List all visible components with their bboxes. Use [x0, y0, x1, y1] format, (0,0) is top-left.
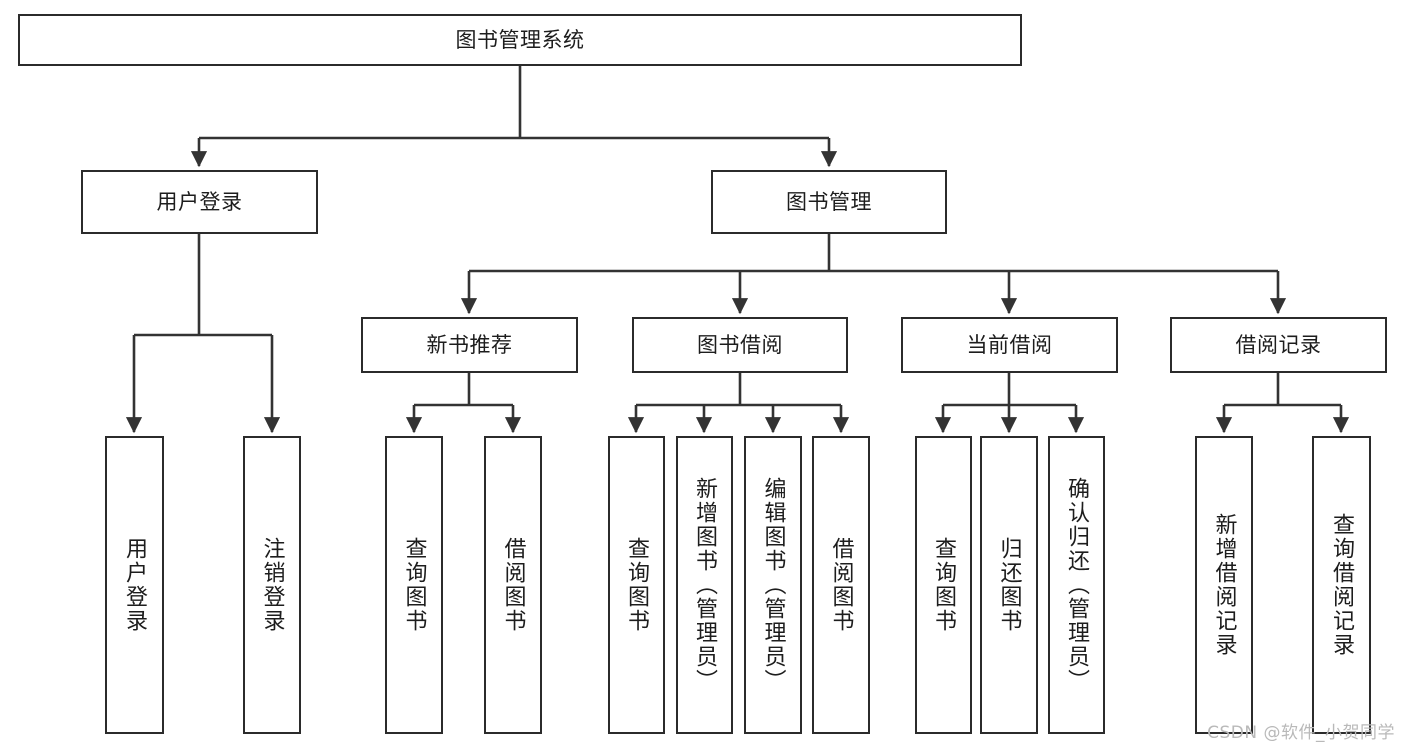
leaf-query-borrow-record-label: 查询借阅记录 [1329, 513, 1355, 657]
leaf-query-book-current[interactable]: 查询图书 [915, 436, 972, 734]
leaf-add-book-admin[interactable]: 新增图书（管理员） [676, 436, 733, 734]
node-user-login[interactable]: 用户登录 [81, 170, 318, 234]
leaf-query-book[interactable]: 查询图书 [608, 436, 665, 734]
leaf-add-borrow-record-label: 新增借阅记录 [1211, 513, 1237, 657]
node-book-borrow[interactable]: 图书借阅 [632, 317, 848, 373]
leaf-query-book-recommend[interactable]: 查询图书 [385, 436, 443, 734]
node-user-login-label: 用户登录 [156, 189, 243, 214]
leaf-borrow-book-recommend-label: 借阅图书 [500, 537, 526, 633]
leaf-borrow-book[interactable]: 借阅图书 [812, 436, 870, 734]
node-current-borrow[interactable]: 当前借阅 [901, 317, 1118, 373]
leaf-logout-label: 注销登录 [259, 537, 285, 633]
leaf-return-book-label: 归还图书 [996, 537, 1022, 633]
leaf-user-login-label: 用户登录 [122, 537, 148, 633]
leaf-add-book-admin-label: 新增图书（管理员） [692, 477, 718, 693]
leaf-edit-book-admin-label: 编辑图书（管理员） [760, 477, 786, 693]
node-book-management-label: 图书管理 [786, 189, 872, 214]
leaf-query-book-label: 查询图书 [624, 537, 650, 633]
leaf-edit-book-admin[interactable]: 编辑图书（管理员） [744, 436, 802, 734]
leaf-add-borrow-record[interactable]: 新增借阅记录 [1195, 436, 1253, 734]
leaf-query-book-recommend-label: 查询图书 [401, 537, 427, 633]
leaf-query-book-current-label: 查询图书 [931, 537, 957, 633]
leaf-logout[interactable]: 注销登录 [243, 436, 301, 734]
leaf-confirm-return-admin-label: 确认归还（管理员） [1064, 477, 1090, 693]
node-root[interactable]: 图书管理系统 [18, 14, 1022, 66]
node-borrow-record-label: 借阅记录 [1235, 332, 1322, 357]
leaf-user-login[interactable]: 用户登录 [105, 436, 164, 734]
node-current-borrow-label: 当前借阅 [966, 332, 1053, 357]
leaf-confirm-return-admin[interactable]: 确认归还（管理员） [1048, 436, 1105, 734]
node-new-book-recommend-label: 新书推荐 [426, 332, 513, 357]
node-book-management[interactable]: 图书管理 [711, 170, 947, 234]
leaf-borrow-book-label: 借阅图书 [828, 537, 854, 633]
node-book-borrow-label: 图书借阅 [697, 332, 783, 357]
leaf-borrow-book-recommend[interactable]: 借阅图书 [484, 436, 542, 734]
node-root-label: 图书管理系统 [455, 27, 585, 52]
leaf-return-book[interactable]: 归还图书 [980, 436, 1038, 734]
node-new-book-recommend[interactable]: 新书推荐 [361, 317, 578, 373]
leaf-query-borrow-record[interactable]: 查询借阅记录 [1312, 436, 1371, 734]
node-borrow-record[interactable]: 借阅记录 [1170, 317, 1387, 373]
